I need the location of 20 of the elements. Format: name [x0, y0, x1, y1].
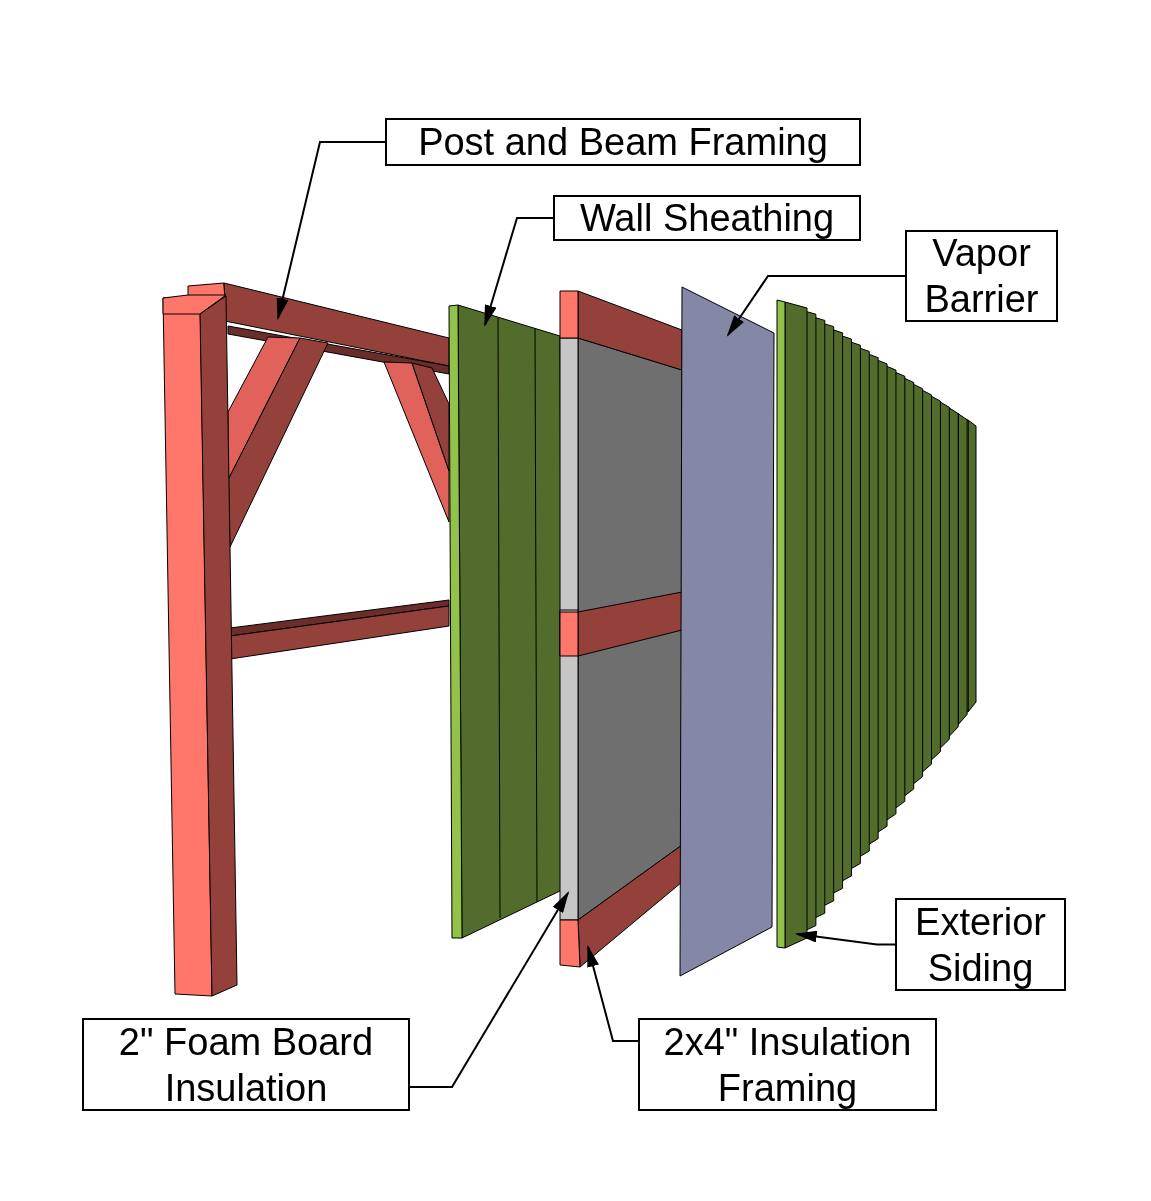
leader-line [274, 141, 386, 320]
callout-label-box [82, 1018, 410, 1111]
leader-line [727, 275, 906, 336]
callout-text: 2x4" Insulation Framing [662, 1019, 913, 1111]
callout-text: 2" Foam Board Insulation [117, 1019, 375, 1111]
leader-line [795, 929, 896, 946]
callout-text: Wall Sheathing [579, 196, 835, 241]
callout-label-box [385, 118, 861, 166]
callout-text: Vapor Barrier [923, 231, 1040, 322]
callout-text: Post and Beam Framing [418, 120, 828, 165]
callout-label-box [638, 1018, 937, 1111]
callout-label-box [895, 898, 1066, 991]
leader-line [585, 945, 639, 1042]
leader-line [409, 891, 569, 1088]
post-and-beam-frame-drawing [162, 282, 450, 997]
callout-label-box [905, 230, 1058, 322]
leader-line [482, 217, 554, 327]
callout-label-box [553, 195, 861, 241]
callout-text: Exterior Siding [914, 899, 1047, 991]
vapor-barrier-panel [679, 286, 775, 977]
